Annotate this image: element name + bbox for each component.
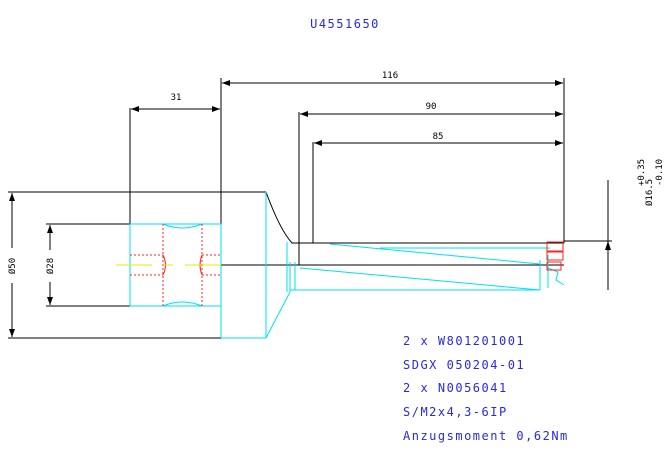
dimension-90: 90 xyxy=(298,102,563,243)
note-line: 2 x W801201001 xyxy=(403,334,525,348)
dimension-85: 85 xyxy=(312,132,563,243)
dim-dia50-label: Ø50 xyxy=(7,258,18,274)
tolerance-upper: +0.35 xyxy=(637,159,647,186)
dimension-116: 116 xyxy=(220,71,565,265)
note-line: 2 x N0056041 xyxy=(403,381,508,395)
tool-holder-body xyxy=(129,191,565,339)
dimension-dia16: Ø16.5 +0.35 -0.10 xyxy=(564,159,665,290)
dimension-31: 31 xyxy=(129,93,220,224)
note-line: Anzugsmoment 0,62Nm xyxy=(403,429,569,443)
drawing-title: U4551650 xyxy=(310,17,380,31)
dimension-dia50: Ø50 xyxy=(7,191,266,339)
dim-dia28-label: Ø28 xyxy=(45,258,56,274)
insert-detail xyxy=(546,241,564,271)
dim-90-label: 90 xyxy=(426,102,437,112)
dimension-dia28: Ø28 xyxy=(45,223,130,307)
dim-116-label: 116 xyxy=(382,71,398,81)
note-line: SDGX 050204-01 xyxy=(403,358,525,372)
dim-85-label: 85 xyxy=(433,132,444,142)
note-line: S/M2x4,3-6IP xyxy=(403,405,508,419)
dim-dia16-label: Ø16.5 xyxy=(644,179,655,206)
tolerance-lower: -0.10 xyxy=(655,159,665,186)
notes: 2 x W801201001 SDGX 050204-01 2 x N00560… xyxy=(403,334,569,443)
dim-31-label: 31 xyxy=(171,93,182,103)
